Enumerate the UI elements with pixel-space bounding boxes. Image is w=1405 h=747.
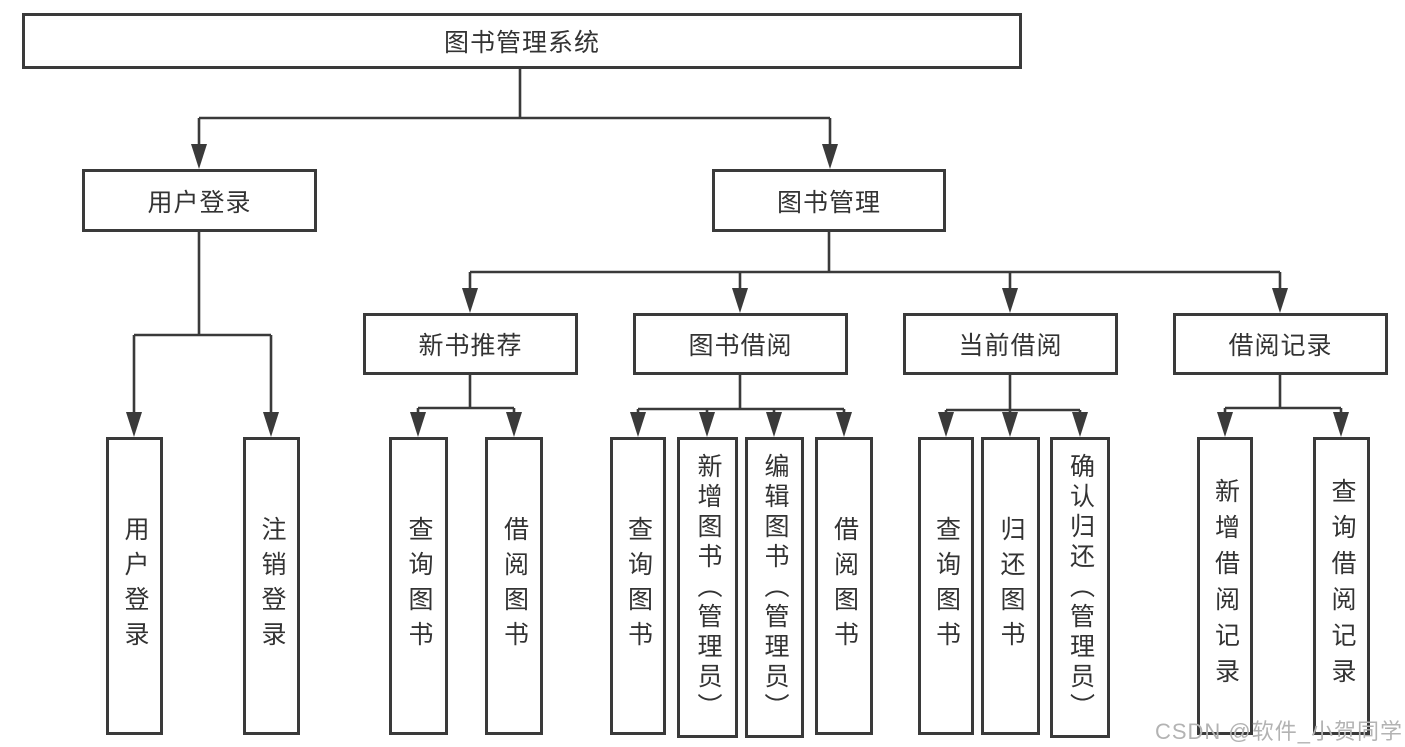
node-leaf-query-borrow-record: 查询借阅记录 (1313, 437, 1370, 735)
node-leaf-logout: 注销登录 (243, 437, 300, 735)
node-leaf-add-books-admin: 新增图书（管理员） (677, 437, 738, 738)
node-borrow-records-label: 借阅记录 (1228, 332, 1333, 360)
node-leaf-return-books: 归还图书 (981, 437, 1040, 735)
node-leaf-user-login-label: 用户登录 (121, 516, 149, 656)
node-leaf-add-borrow-record: 新增借阅记录 (1197, 437, 1253, 735)
connector-borrow-records-to-leaves (1217, 375, 1349, 437)
node-book-borrow-label: 图书借阅 (688, 332, 793, 360)
node-leaf-borrow-books-recommend-label: 借阅图书 (500, 516, 529, 656)
node-leaf-confirm-return-admin-label: 确认归还（管理员） (1066, 452, 1095, 723)
node-current-borrow-label: 当前借阅 (958, 332, 1063, 360)
node-leaf-confirm-return-admin: 确认归还（管理员） (1050, 437, 1110, 738)
node-leaf-return-books-label: 归还图书 (997, 516, 1025, 656)
node-leaf-query-books-recommend: 查询图书 (389, 437, 448, 735)
node-leaf-edit-books-admin-label: 编辑图书（管理员） (761, 452, 789, 723)
node-leaf-query-books-recommend-label: 查询图书 (405, 516, 433, 656)
node-leaf-edit-books-admin: 编辑图书（管理员） (745, 437, 804, 738)
node-leaf-query-books-borrow-label: 查询图书 (624, 516, 653, 656)
node-leaf-add-books-admin-label: 新增图书（管理员） (694, 452, 722, 723)
node-borrow-records: 借阅记录 (1173, 313, 1388, 375)
node-book-management: 图书管理 (712, 169, 946, 232)
node-leaf-query-books-current: 查询图书 (918, 437, 974, 735)
connector-user-login-to-leaves (126, 232, 279, 437)
watermark: CSDN @软件_小贺同学 (1154, 719, 1403, 744)
connector-current-borrow-to-leaves (938, 375, 1088, 437)
node-current-borrow: 当前借阅 (903, 313, 1118, 375)
node-leaf-borrow-books-borrow-label: 借阅图书 (830, 516, 859, 656)
node-leaf-borrow-books-recommend: 借阅图书 (485, 437, 543, 735)
node-leaf-query-books-current-label: 查询图书 (932, 516, 961, 656)
node-book-borrow: 图书借阅 (633, 313, 848, 375)
connector-book-borrow-to-leaves (630, 375, 852, 437)
node-user-login: 用户登录 (82, 169, 317, 232)
node-leaf-query-borrow-record-label: 查询借阅记录 (1328, 478, 1356, 694)
node-leaf-logout-label: 注销登录 (258, 516, 286, 656)
node-root-system-label: 图书管理系统 (443, 29, 600, 57)
connector-root-to-level2 (191, 69, 838, 169)
node-leaf-add-borrow-record-label: 新增借阅记录 (1211, 478, 1240, 694)
node-root-system: 图书管理系统 (22, 13, 1022, 69)
node-new-book-recommend: 新书推荐 (363, 313, 578, 375)
node-new-book-recommend-label: 新书推荐 (418, 332, 523, 360)
node-user-login-label: 用户登录 (147, 188, 252, 217)
node-leaf-user-login: 用户登录 (106, 437, 163, 735)
node-book-management-label: 图书管理 (776, 188, 881, 217)
node-leaf-query-books-borrow: 查询图书 (610, 437, 666, 735)
connector-new-book-recommend-to-leaves (410, 375, 522, 437)
connector-book-management-to-level3 (462, 232, 1288, 313)
node-leaf-borrow-books-borrow: 借阅图书 (815, 437, 873, 735)
